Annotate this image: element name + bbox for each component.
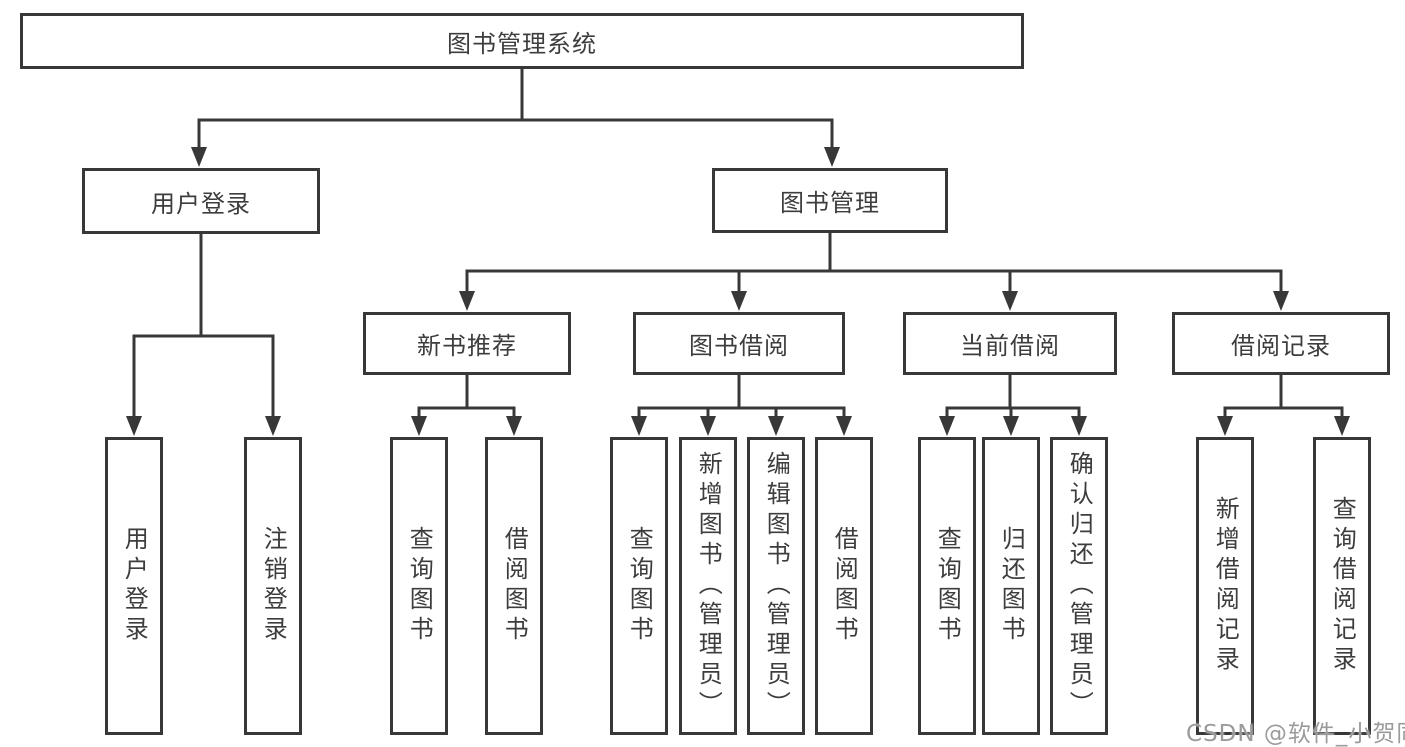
node-borrow-record: 借阅记录 <box>1172 312 1390 375</box>
csdn-watermark: CSDN @软件_小贺同学 <box>1186 721 1405 747</box>
leaf-logout: 注销登录 <box>244 437 302 735</box>
leaf-edit-book-admin: 编辑图书（管理员） <box>747 437 805 735</box>
node-book-management: 图书管理 <box>712 168 948 233</box>
leaf-query-book-current: 查询图书 <box>918 437 976 735</box>
leaf-user-login: 用户登录 <box>105 437 163 735</box>
node-book-borrow: 图书借阅 <box>633 312 845 375</box>
node-root-library-system: 图书管理系统 <box>20 13 1024 69</box>
node-user-login-module: 用户登录 <box>82 168 320 234</box>
leaf-borrow-book-recommend: 借阅图书 <box>485 437 543 735</box>
leaf-query-book-recommend: 查询图书 <box>390 437 448 735</box>
arrow-head-icons <box>126 147 1350 436</box>
node-new-book-recommend: 新书推荐 <box>363 312 571 375</box>
leaf-confirm-return-admin: 确认归还（管理员） <box>1050 437 1108 735</box>
node-current-borrow: 当前借阅 <box>903 312 1117 375</box>
leaf-query-book-borrow: 查询图书 <box>610 437 668 735</box>
leaf-add-borrow-record: 新增借阅记录 <box>1196 437 1254 735</box>
leaf-add-book-admin: 新增图书（管理员） <box>679 437 737 735</box>
leaf-query-borrow-record: 查询借阅记录 <box>1313 437 1371 735</box>
leaf-borrow-book: 借阅图书 <box>815 437 873 735</box>
leaf-return-book: 归还图书 <box>982 437 1040 735</box>
